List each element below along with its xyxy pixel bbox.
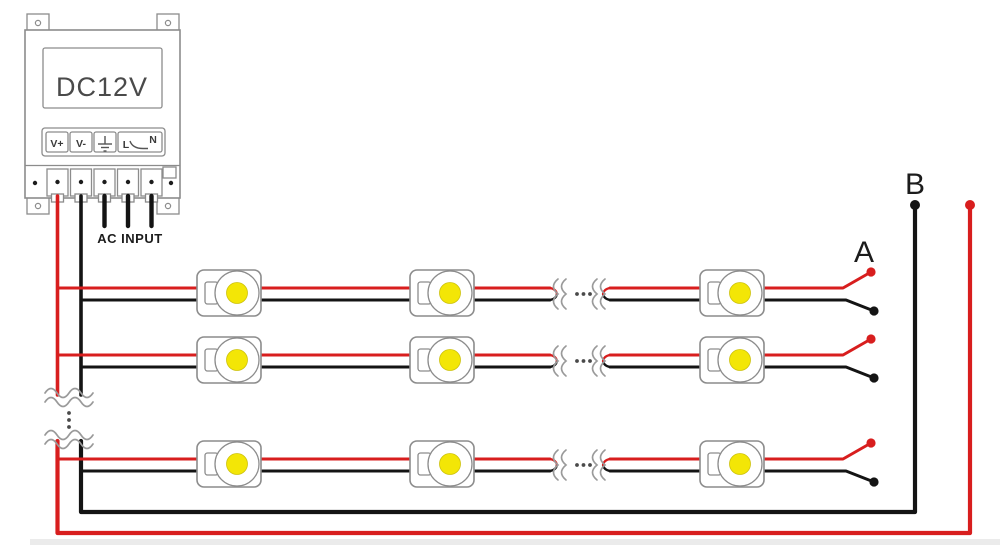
row-3-positive-wire <box>608 441 873 461</box>
row-3-positive-connector-dot <box>866 438 876 448</box>
negative-bus-lower-and-b-line <box>78 202 918 515</box>
led-module <box>409 440 475 488</box>
wire-break-icon <box>552 449 607 481</box>
label-b: B <box>905 168 925 201</box>
row-2-positive-connector-dot <box>866 334 876 344</box>
line-switch-curve <box>129 140 148 150</box>
label-a: A <box>854 236 874 269</box>
b-line-terminal-dot <box>910 200 920 210</box>
positive-bus-lower-and-right-line <box>55 202 973 536</box>
terminal-legend-strip: V+ V- L N <box>41 127 166 157</box>
power-supply-unit: DC12V V+ V- L N <box>24 13 181 215</box>
photo-edge-artifact <box>30 539 1000 545</box>
led-module <box>699 440 765 488</box>
psu-label-plate <box>42 47 163 109</box>
row-2-negative-connector-dot <box>869 373 879 383</box>
led-module <box>699 336 765 384</box>
terminal-label-line: L <box>123 139 130 151</box>
terminal-label-v-minus: V- <box>76 138 86 150</box>
wire-break-icon <box>44 387 94 450</box>
row-1-positive-connector-dot <box>866 267 876 277</box>
ac-input-wires <box>102 193 154 229</box>
terminal-label-v-plus: V+ <box>50 138 63 150</box>
led-module <box>409 269 475 317</box>
row-1-positive-wire <box>608 270 873 290</box>
wire-break-icon <box>552 278 607 310</box>
led-module-rows <box>196 269 765 488</box>
right-positive-terminal-dot <box>965 200 975 210</box>
terminal-label-neutral: N <box>149 134 157 146</box>
row-3-negative-connector-dot <box>869 477 879 487</box>
ac-input-label: AC INPUT <box>97 231 162 246</box>
row-2-positive-wire <box>608 337 873 357</box>
led-module <box>196 269 262 317</box>
power-supply-voltage-label: DC12V <box>56 72 148 102</box>
row-2-negative-wire <box>608 365 876 380</box>
row-3-negative-wire <box>608 469 876 484</box>
row-1-negative-connector-dot <box>869 306 879 316</box>
led-module <box>699 269 765 317</box>
wire-break-icon <box>552 345 607 377</box>
row-1-negative-wire <box>608 298 876 313</box>
led-module <box>196 440 262 488</box>
ground-icon <box>98 136 112 152</box>
led-module <box>196 336 262 384</box>
positive-wiring <box>55 194 975 536</box>
led-module <box>409 336 475 384</box>
